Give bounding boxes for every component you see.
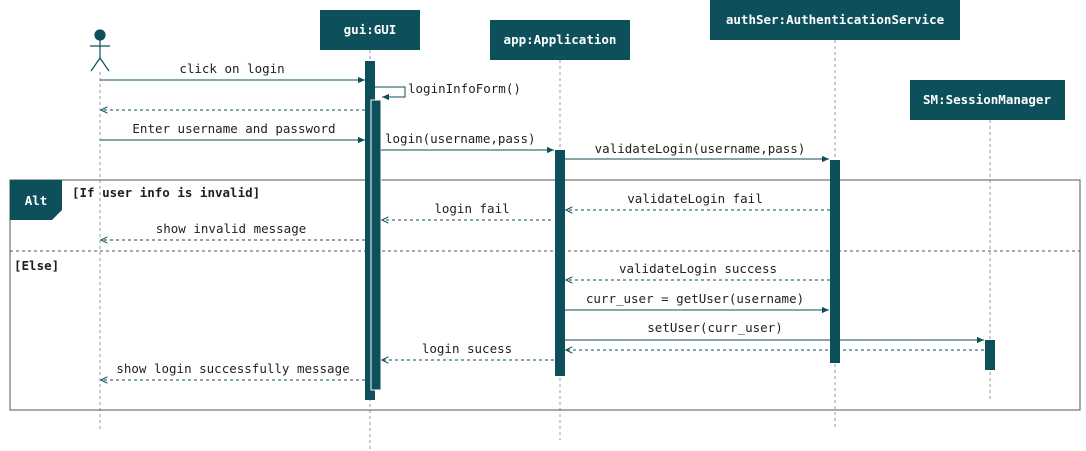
- message-click-on-login: click on login: [100, 61, 365, 84]
- svg-text:Enter username and password: Enter username and password: [132, 121, 335, 136]
- alt-operator-label: Alt: [25, 193, 48, 208]
- svg-text:login sucess: login sucess: [422, 341, 512, 356]
- message-show-invalid: show invalid message: [101, 221, 365, 240]
- message-login: login(username,pass): [381, 131, 554, 154]
- guard-else: [Else]: [14, 258, 59, 273]
- message-validate-login: validateLogin(username,pass): [565, 141, 829, 163]
- message-validate-login-success: validateLogin success: [566, 261, 830, 280]
- activation-app: [555, 150, 565, 376]
- message-validate-login-fail: validateLogin fail: [566, 191, 830, 210]
- svg-text:show login successfully messag: show login successfully message: [116, 361, 349, 376]
- svg-text:validateLogin fail: validateLogin fail: [627, 191, 762, 206]
- svg-text:loginInfoForm(): loginInfoForm(): [408, 81, 521, 96]
- message-show-login-success: show login successfully message: [101, 361, 365, 380]
- participant-app: app:Application: [490, 20, 630, 60]
- message-login-success: login sucess: [382, 341, 554, 360]
- activation-auth: [830, 160, 840, 363]
- activation-gui-outer: [365, 61, 375, 400]
- participant-auth: authSer:AuthenticationService: [710, 0, 960, 40]
- actor-user-icon: [90, 29, 110, 72]
- svg-text:curr_user = getUser(username): curr_user = getUser(username): [586, 291, 804, 306]
- svg-text:authSer:AuthenticationService: authSer:AuthenticationService: [726, 12, 945, 27]
- message-get-user: curr_user = getUser(username): [565, 291, 829, 314]
- message-login-info-form: loginInfoForm(): [375, 81, 521, 101]
- svg-text:login fail: login fail: [434, 201, 509, 216]
- svg-text:show invalid message: show invalid message: [156, 221, 307, 236]
- svg-text:click on login: click on login: [179, 61, 284, 76]
- svg-text:setUser(curr_user): setUser(curr_user): [647, 320, 782, 335]
- message-enter-credentials: Enter username and password: [100, 121, 365, 144]
- message-login-fail: login fail: [382, 201, 551, 220]
- svg-text:gui:GUI: gui:GUI: [344, 22, 397, 37]
- participant-gui: gui:GUI: [320, 10, 420, 50]
- svg-text:login(username,pass): login(username,pass): [385, 131, 536, 146]
- svg-text:validateLogin success: validateLogin success: [619, 261, 777, 276]
- message-set-user: setUser(curr_user): [565, 320, 984, 350]
- activation-sm: [985, 340, 995, 370]
- alt-fragment: Alt [If user info is invalid] [Else]: [9, 179, 1081, 411]
- svg-text:validateLogin(username,pass): validateLogin(username,pass): [595, 141, 806, 156]
- svg-text:SM:SessionManager: SM:SessionManager: [923, 92, 1051, 107]
- guard-invalid: [If user info is invalid]: [72, 185, 260, 200]
- svg-text:app:Application: app:Application: [504, 32, 617, 47]
- activation-gui-inner: [370, 99, 382, 391]
- participant-sm: SM:SessionManager: [910, 80, 1065, 120]
